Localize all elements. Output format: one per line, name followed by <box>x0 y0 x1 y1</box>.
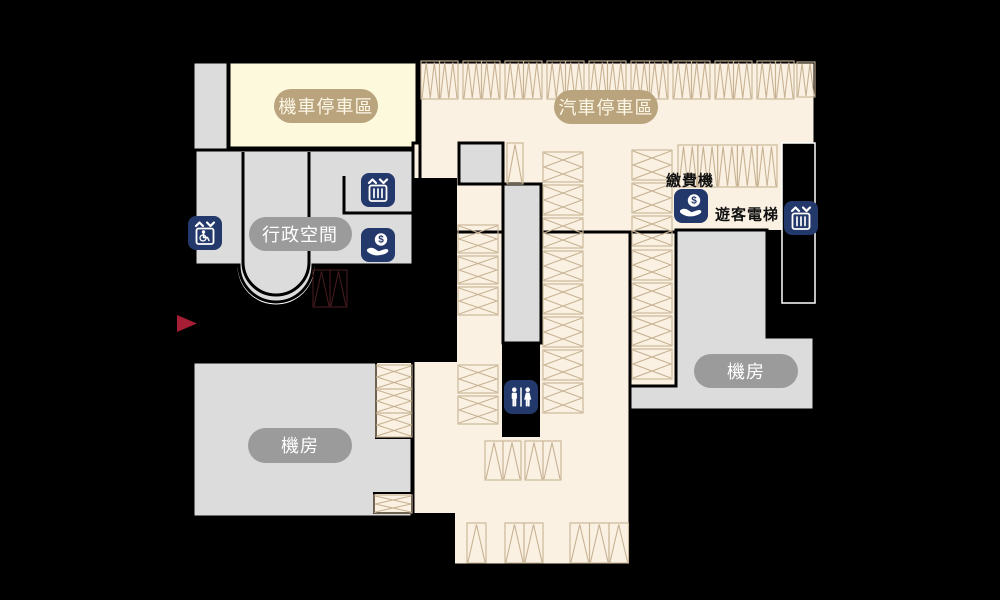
label-car-parking: 汽車停車區 <box>554 90 658 124</box>
entrance-arrow-icon <box>177 315 197 332</box>
payment-icon[interactable]: $ <box>674 189 708 223</box>
label-machine-room-right-text: 機房 <box>727 362 765 382</box>
restroom-icon[interactable] <box>504 380 538 414</box>
admin-internal-wall <box>342 176 417 215</box>
svg-text:$: $ <box>378 235 384 246</box>
void-bottom-step <box>411 513 455 568</box>
label-motorcycle-parking: 機車停車區 <box>274 89 378 123</box>
elevator-icon[interactable] <box>784 201 818 235</box>
label-machine-room-left-text: 機房 <box>281 436 319 456</box>
elevator-icon[interactable] <box>361 173 395 207</box>
void-left-of-corridor <box>413 178 457 362</box>
label-machine-room-right: 機房 <box>694 354 798 388</box>
payment-icon[interactable]: $ <box>361 228 395 262</box>
label-visitor-elevator: 遊客電梯 <box>715 206 779 224</box>
label-admin-space: 行政空間 <box>249 217 352 251</box>
svg-text:$: $ <box>691 196 697 207</box>
room-left-column <box>191 60 230 152</box>
ramp-wall <box>241 152 311 297</box>
label-motorcycle-parking-text: 機車停車區 <box>279 97 374 117</box>
parking-stalls <box>312 60 816 564</box>
accessible-elevator-icon[interactable] <box>188 216 222 250</box>
room-center-upper <box>457 141 505 186</box>
label-payment-machine: 繳費機 <box>666 172 714 190</box>
room-center-column <box>501 182 543 345</box>
label-admin-space-text: 行政空間 <box>262 225 338 245</box>
label-car-parking-text: 汽車停車區 <box>559 98 654 118</box>
label-machine-room-left: 機房 <box>248 428 352 463</box>
